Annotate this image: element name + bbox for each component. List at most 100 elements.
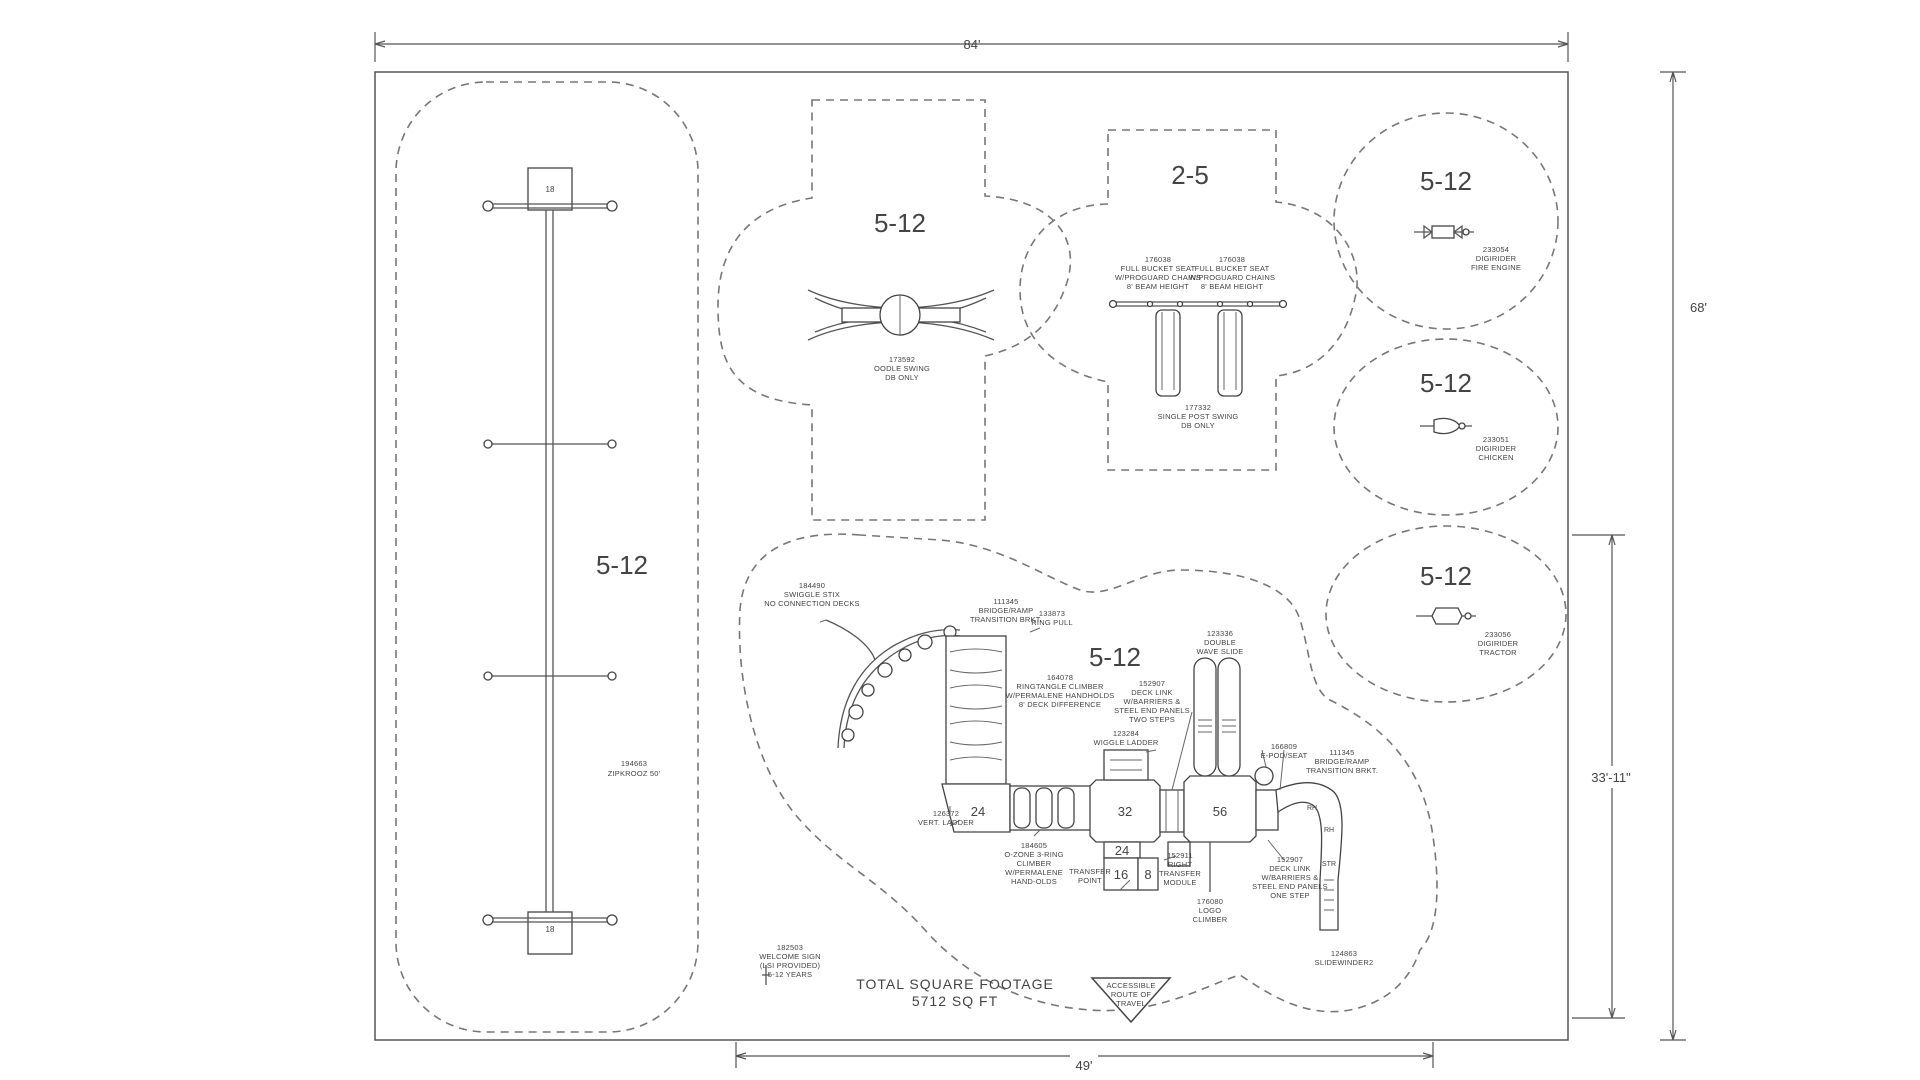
age-label-zipline: 5-12 xyxy=(596,550,648,580)
deck-16: 16 xyxy=(1114,867,1128,882)
slide-str: STR xyxy=(1322,861,1336,868)
oodle-swing-name: OODLE SWING xyxy=(874,364,930,373)
bridge-right-line2: TRANSITION BRKT. xyxy=(1306,766,1378,775)
structure-zone xyxy=(738,533,1438,1013)
accessible-route-line1: ACCESSIBLE xyxy=(1106,981,1155,990)
age-label-oodle: 5-12 xyxy=(874,208,926,238)
e-pod-line1: E-POD/SEAT xyxy=(1261,751,1308,760)
deck-32: 32 xyxy=(1118,804,1132,819)
use-zones xyxy=(395,81,1567,1033)
ring-pull-line1: RING PULL xyxy=(1031,618,1072,627)
wave-slide-code: 123336 xyxy=(1207,629,1233,638)
logo-climber-line1: LOGO xyxy=(1199,906,1221,915)
age-label-toddler-swing: 2-5 xyxy=(1171,160,1209,190)
o-zone-line2: CLIMBER xyxy=(1017,859,1052,868)
oodle-swing-equipment xyxy=(807,289,995,341)
deck-link-top-line1: DECK LINK xyxy=(1131,688,1172,697)
dimension-height: 68' xyxy=(1690,300,1707,315)
oodle-swing-note: DB ONLY xyxy=(885,373,919,382)
dimension-bottom-partial: 49' xyxy=(1076,1058,1093,1073)
tractor-code: 233056 xyxy=(1485,630,1511,639)
wave-slide-line2: WAVE SLIDE xyxy=(1196,647,1243,656)
slidewinder-line1: SLIDEWINDER2 xyxy=(1315,958,1374,967)
chicken-line2: CHICKEN xyxy=(1478,453,1513,462)
deck-link-bottom-code: 152907 xyxy=(1277,855,1303,864)
fire-engine-line2: FIRE ENGINE xyxy=(1471,263,1521,272)
deck-24-upper: 24 xyxy=(971,804,985,819)
play-structure: 24 32 24 16 8 56 xyxy=(819,619,1343,931)
deck-link-top-code: 152907 xyxy=(1139,679,1165,688)
fire-engine-rider xyxy=(1414,224,1474,240)
o-zone-line3: W/PERMALENE xyxy=(1005,868,1063,877)
zipkrooz-name: ZIPKROOZ 50' xyxy=(608,769,661,778)
wiggle-ladder-line1: WIGGLE LADDER xyxy=(1093,738,1158,747)
e-pod-code: 166809 xyxy=(1271,742,1297,751)
o-zone-line4: HAND-OLDS xyxy=(1011,877,1057,886)
fire-engine-code: 233054 xyxy=(1483,245,1509,254)
oodle-swing-code: 173592 xyxy=(889,355,915,364)
deck-link-top-line2: W/BARRIERS & xyxy=(1124,697,1181,706)
fire-engine-line1: DIGIRIDER xyxy=(1476,254,1517,263)
right-transfer-line2: TRANSFER xyxy=(1159,869,1201,878)
deck-56: 56 xyxy=(1213,804,1227,819)
single-post-swing-code: 177332 xyxy=(1185,403,1211,412)
total-footage-label: TOTAL SQUARE FOOTAGE xyxy=(856,976,1054,992)
ringtangle-line1: RINGTANGLE CLIMBER xyxy=(1016,682,1104,691)
o-zone-line1: O-ZONE 3-RING xyxy=(1004,850,1063,859)
svg-text:18: 18 xyxy=(546,185,555,194)
age-label-chicken: 5-12 xyxy=(1420,368,1472,398)
dimension-lines: 84' 68' 33'-11" 49' xyxy=(374,32,1707,1073)
wave-slide-line1: DOUBLE xyxy=(1204,638,1236,647)
accessible-route-arrow-icon xyxy=(1090,977,1172,1024)
age-label-fire-engine: 5-12 xyxy=(1420,166,1472,196)
site-boundary xyxy=(374,71,1569,1041)
accessible-route-line2: ROUTE OF xyxy=(1111,990,1152,999)
bridge-left-line1: BRIDGE/RAMP xyxy=(979,606,1034,615)
accessible-route-line3: TRAVEL xyxy=(1116,999,1146,1008)
chicken-rider xyxy=(1420,417,1472,435)
ringtangle-line3: 8' DECK DIFFERENCE xyxy=(1019,700,1101,709)
welcome-sign-line1: WELCOME SIGN xyxy=(759,952,821,961)
welcome-sign-symbol xyxy=(762,965,770,985)
bucket-seat-left-line1: FULL BUCKET SEAT xyxy=(1121,264,1196,273)
deck-24-lower: 24 xyxy=(1115,843,1129,858)
bucket-seat-left-code: 176038 xyxy=(1145,255,1171,264)
age-label-tractor: 5-12 xyxy=(1420,561,1472,591)
welcome-sign-code: 182503 xyxy=(777,943,803,952)
bridge-left-code: 111345 xyxy=(993,597,1018,606)
deck-link-bottom-line2: W/BARRIERS & xyxy=(1262,873,1319,882)
fire-engine-zone xyxy=(1333,112,1559,330)
tractor-line2: TRACTOR xyxy=(1479,648,1517,657)
deck-link-bottom-line4: ONE STEP xyxy=(1270,891,1310,900)
wiggle-ladder-code: 123284 xyxy=(1113,729,1139,738)
bucket-seat-left-line2: W/PROGUARD CHAINS xyxy=(1115,273,1201,282)
deck-link-top-line3: STEEL END PANELS xyxy=(1114,706,1190,715)
o-zone-code: 184605 xyxy=(1021,841,1047,850)
dimension-right-partial: 33'-11" xyxy=(1591,770,1631,785)
slide-rh-1: RH xyxy=(1307,805,1317,812)
bucket-seat-right-line2: W/PROGUARD CHAINS xyxy=(1189,273,1275,282)
bridge-right-line1: BRIDGE/RAMP xyxy=(1315,757,1370,766)
ringtangle-code: 164078 xyxy=(1047,673,1073,682)
bucket-seat-right-code: 176038 xyxy=(1219,255,1245,264)
chicken-code: 233051 xyxy=(1483,435,1509,444)
swiggle-code: 184490 xyxy=(799,581,825,590)
bucket-seat-left-line3: 8' BEAM HEIGHT xyxy=(1127,282,1189,291)
dimension-width: 84' xyxy=(964,37,981,52)
transfer-point-line2: POINT xyxy=(1078,876,1102,885)
chicken-line1: DIGIRIDER xyxy=(1476,444,1517,453)
transfer-point-line1: TRANSFER xyxy=(1069,867,1111,876)
tractor-rider xyxy=(1416,607,1476,625)
zipkrooz-code: 194663 xyxy=(621,759,647,768)
logo-climber-line2: CLIMBER xyxy=(1193,915,1228,924)
vert-ladder-line1: VERT. LADDER xyxy=(918,818,974,827)
logo-climber-code: 176080 xyxy=(1197,897,1223,906)
deck-8: 8 xyxy=(1144,867,1151,882)
tractor-zone xyxy=(1325,525,1567,703)
deck-link-bottom-line1: DECK LINK xyxy=(1269,864,1310,873)
single-post-swing-name: SINGLE POST SWING xyxy=(1158,412,1239,421)
slidewinder-code: 124863 xyxy=(1331,949,1357,958)
zipline-zone xyxy=(395,81,699,1033)
single-post-swing-note: DB ONLY xyxy=(1181,421,1215,430)
